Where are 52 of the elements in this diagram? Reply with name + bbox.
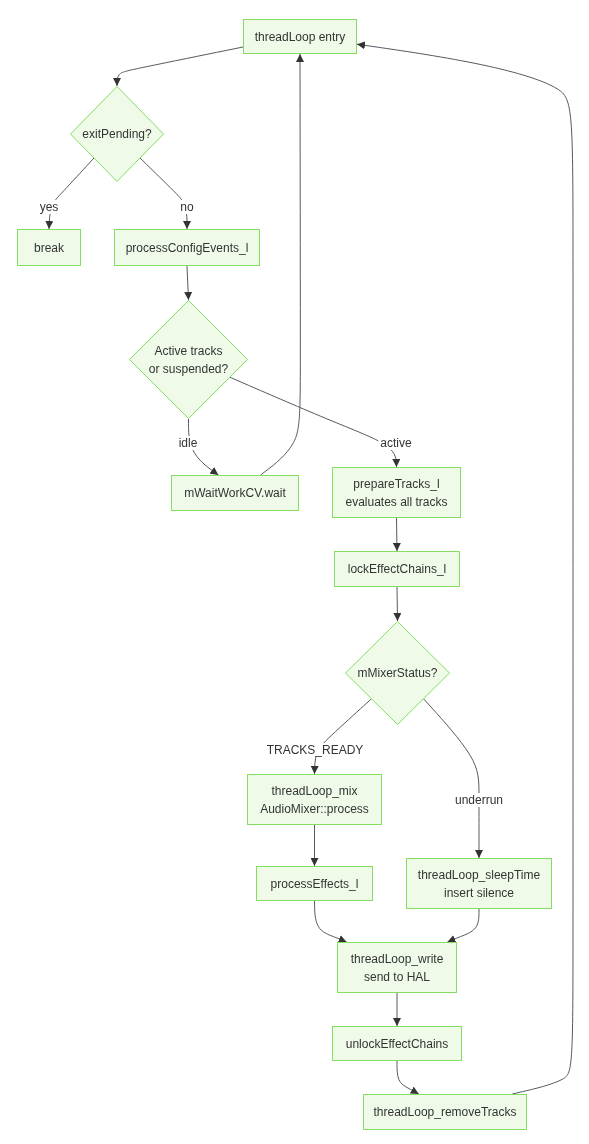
decision-text: exitPending? bbox=[82, 126, 152, 143]
process-box bbox=[363, 1094, 527, 1130]
arrow bbox=[392, 517, 401, 552]
arrow bbox=[139, 157, 191, 230]
process-box bbox=[406, 858, 552, 909]
step-text: processConfigEvents_l bbox=[125, 239, 249, 257]
arrow bbox=[423, 698, 483, 859]
arrow bbox=[184, 265, 193, 301]
process-box bbox=[334, 551, 460, 587]
decision-text: Active tracks or suspended? bbox=[147, 342, 230, 378]
arrow bbox=[310, 824, 319, 867]
step-text: mWaitWorkCV.wait bbox=[184, 485, 286, 502]
process-box bbox=[243, 19, 357, 54]
decision-diamond bbox=[345, 621, 450, 725]
edge-label: TRACKS_READY bbox=[264, 743, 366, 757]
step-text: threadLoop_write send to HAL bbox=[349, 950, 445, 986]
process-box bbox=[337, 942, 457, 993]
step-text: threadLoop_sleepTime insert silence bbox=[416, 866, 542, 902]
process-box bbox=[17, 229, 81, 266]
process-box bbox=[332, 467, 461, 518]
arrow bbox=[188, 418, 219, 476]
arrow bbox=[314, 900, 348, 943]
process-box bbox=[247, 774, 382, 825]
step-text: prepareTracks_l evaluates all tracks bbox=[344, 475, 449, 511]
step-text: break bbox=[34, 239, 64, 257]
process-box bbox=[256, 866, 373, 901]
step-text: lockEffectChains_l bbox=[347, 561, 447, 578]
arrow bbox=[396, 1060, 420, 1095]
edge-label: no bbox=[178, 200, 196, 214]
arrow bbox=[393, 586, 402, 622]
decision-diamond bbox=[129, 300, 248, 419]
arrow bbox=[113, 46, 244, 87]
step-text: processEffects_l bbox=[270, 875, 359, 893]
arrow bbox=[260, 53, 304, 476]
decision-text: mMixerStatus? bbox=[357, 665, 438, 682]
process-box bbox=[171, 475, 299, 511]
arrow bbox=[45, 157, 95, 230]
edge-label: idle bbox=[176, 436, 200, 450]
step-text: unlockEffectChains bbox=[345, 1035, 449, 1053]
arrow bbox=[393, 992, 401, 1027]
decision-diamond bbox=[70, 86, 164, 182]
step-text: threadLoop_mix AudioMixer::process bbox=[259, 782, 370, 818]
step-text: threadLoop entry bbox=[254, 28, 346, 46]
edge-label: yes bbox=[37, 200, 61, 214]
arrow bbox=[356, 41, 574, 1095]
edge-label: active bbox=[378, 436, 414, 450]
edge-label: underrun bbox=[453, 793, 505, 807]
process-box bbox=[114, 229, 260, 266]
process-box bbox=[332, 1026, 462, 1061]
arrow bbox=[446, 908, 480, 943]
step-text: threadLoop_removeTracks bbox=[373, 1104, 517, 1121]
arrow bbox=[229, 376, 401, 468]
